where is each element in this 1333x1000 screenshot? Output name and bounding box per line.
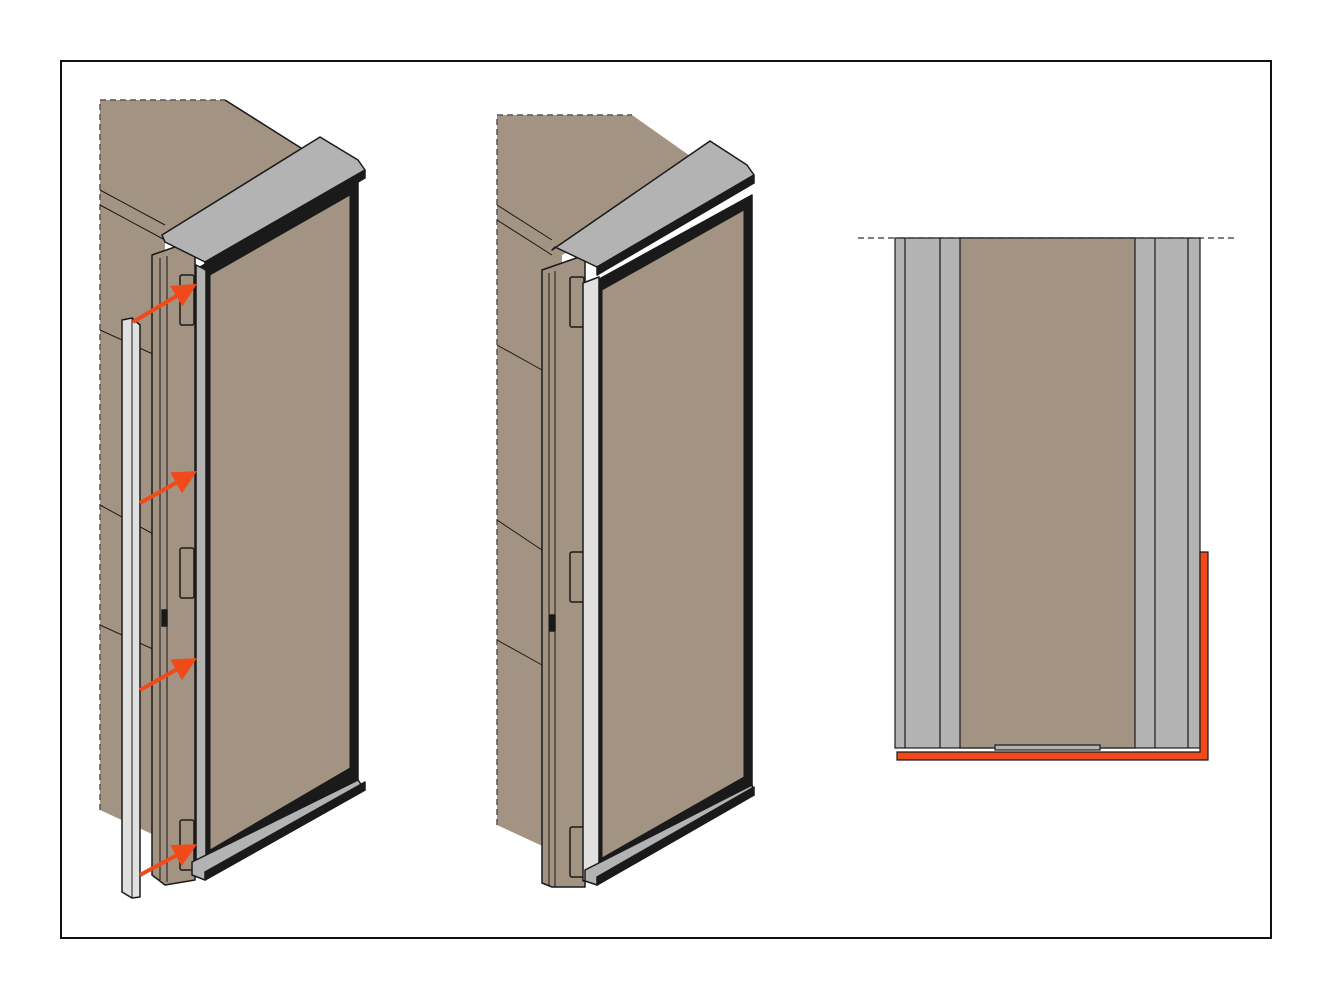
arrow-icon xyxy=(139,658,197,692)
step-1-cabinet xyxy=(99,99,366,899)
arrow-icon xyxy=(139,471,197,505)
latch xyxy=(161,609,168,627)
highlighted-trim xyxy=(896,551,1209,761)
arrow-icon xyxy=(131,283,197,324)
hinge xyxy=(179,274,195,326)
insert-arrows xyxy=(131,283,198,877)
arrow-icon xyxy=(139,844,198,877)
step-3-detail xyxy=(858,237,1236,761)
step-2-cabinet xyxy=(496,114,755,888)
illustration-frame xyxy=(60,60,1272,939)
side-trim-piece xyxy=(121,317,141,899)
hinge xyxy=(179,547,195,599)
